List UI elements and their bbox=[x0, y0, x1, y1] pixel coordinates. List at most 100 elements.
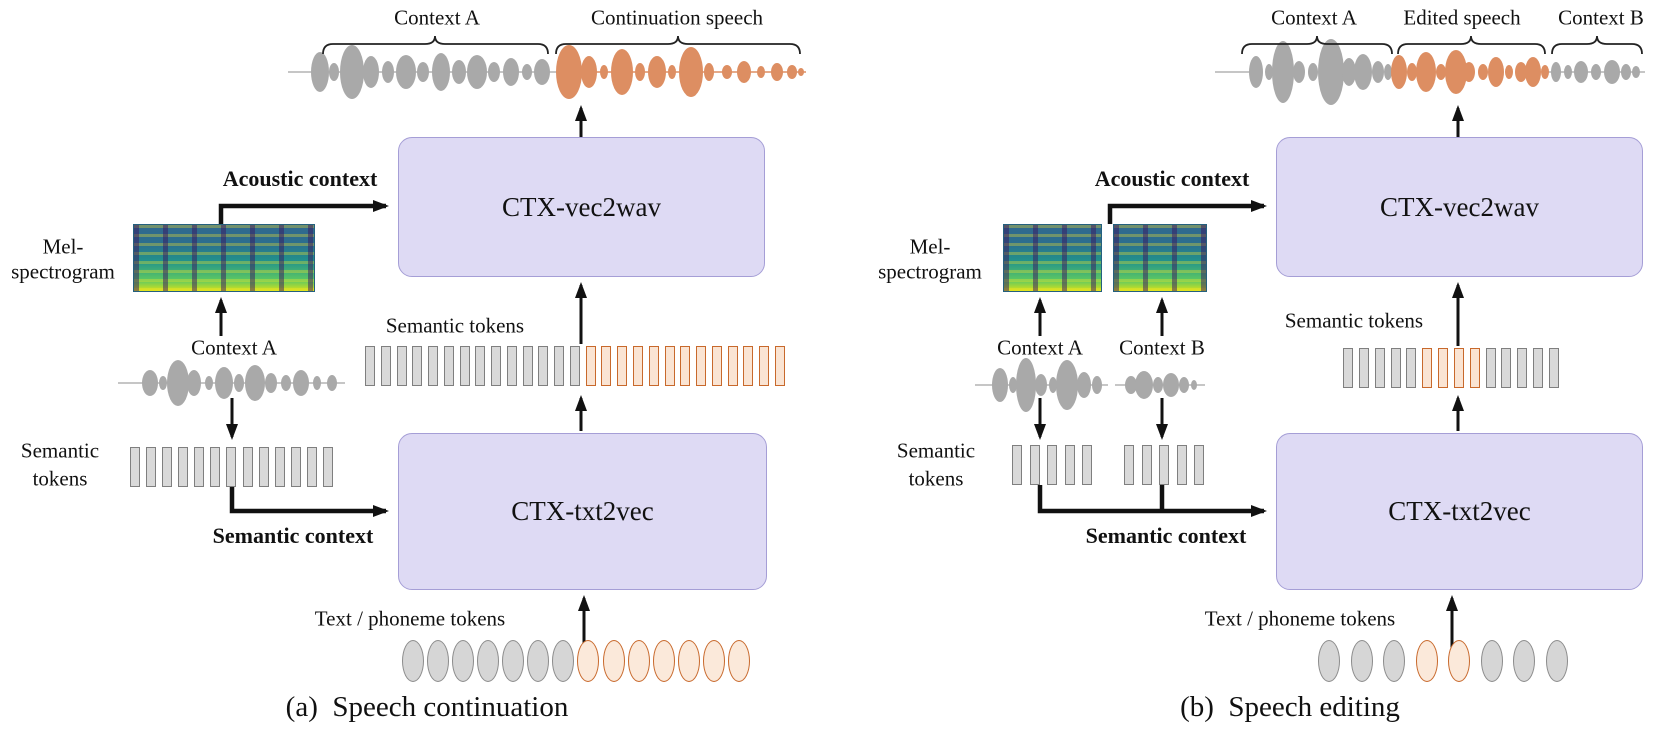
bar-token-orange bbox=[648, 346, 659, 386]
bar-token-gray bbox=[554, 346, 565, 386]
bar-token-gray bbox=[1124, 445, 1134, 485]
ctx-vec2wav-box-a: CTX-vec2wav bbox=[398, 137, 765, 277]
ctx-vec2wav-label-a: CTX-vec2wav bbox=[502, 191, 661, 222]
ellipse-token-gray bbox=[1545, 640, 1568, 682]
bar-token-orange bbox=[601, 346, 612, 386]
ctx-vec2wav-box-b: CTX-vec2wav bbox=[1276, 137, 1643, 277]
text-phoneme-label-a: Text / phoneme tokens bbox=[314, 606, 506, 631]
brace-context-a bbox=[322, 35, 549, 55]
bar-token-gray bbox=[459, 346, 470, 386]
bar-token-gray bbox=[162, 447, 173, 487]
ellipse-token-gray bbox=[427, 640, 450, 682]
semantic-context-label-a: Semantic context bbox=[212, 522, 374, 548]
bar-token-gray bbox=[1082, 445, 1092, 485]
bar-token-orange bbox=[617, 346, 628, 386]
bar-token-gray bbox=[1194, 445, 1204, 485]
bar-token-gray bbox=[1159, 445, 1169, 485]
context-b-token-row-b bbox=[1124, 445, 1204, 485]
mel-label-line2-b: spectrogram bbox=[878, 259, 982, 284]
caption-a: (a) Speech continuation bbox=[285, 691, 569, 724]
mel-spectrogram-b1 bbox=[1003, 224, 1102, 292]
bar-token-gray bbox=[290, 447, 301, 487]
context-a-token-row-b bbox=[1012, 445, 1092, 485]
bar-token-gray bbox=[1012, 445, 1022, 485]
acoustic-context-label-a: Acoustic context bbox=[222, 165, 378, 191]
bar-token-gray bbox=[194, 447, 205, 487]
ellipse-token-gray bbox=[502, 640, 525, 682]
ellipse-token-gray bbox=[1318, 640, 1340, 682]
bar-token-orange bbox=[1469, 348, 1480, 388]
bar-token-gray bbox=[1358, 348, 1369, 388]
ctx-txt2vec-box-b: CTX-txt2vec bbox=[1276, 433, 1643, 590]
ctx-txt2vec-box-a: CTX-txt2vec bbox=[398, 433, 767, 590]
bar-token-gray bbox=[522, 346, 533, 386]
ellipse-token-orange bbox=[702, 640, 725, 682]
bar-token-gray bbox=[380, 346, 391, 386]
bar-token-gray bbox=[412, 346, 423, 386]
semantic-context-label-b: Semantic context bbox=[1085, 522, 1247, 548]
bar-token-gray bbox=[1485, 348, 1496, 388]
bar-token-orange bbox=[774, 346, 785, 386]
bar-token-gray bbox=[491, 346, 502, 386]
ellipse-token-gray bbox=[402, 640, 424, 682]
phoneme-token-row-a bbox=[402, 640, 750, 682]
waveform-context-a-b bbox=[975, 358, 1108, 412]
ellipse-token-orange bbox=[727, 640, 750, 682]
bar-token-gray bbox=[1374, 348, 1385, 388]
bar-token-orange bbox=[711, 346, 722, 386]
text-phoneme-label-b: Text / phoneme tokens bbox=[1204, 606, 1396, 631]
bar-token-gray bbox=[178, 447, 189, 487]
context-a-label-b: Context A bbox=[997, 335, 1083, 360]
bar-token-gray bbox=[1548, 348, 1559, 388]
ctx-txt2vec-label-a: CTX-txt2vec bbox=[511, 496, 654, 526]
brace-b-context-a bbox=[1241, 35, 1393, 55]
ellipse-token-gray bbox=[1513, 640, 1536, 682]
main-token-row-b bbox=[1343, 348, 1559, 388]
waveform-top-a bbox=[288, 45, 806, 99]
ctx-vec2wav-label-b: CTX-vec2wav bbox=[1380, 191, 1539, 222]
label-context-a-top-b: Context A bbox=[1271, 5, 1357, 30]
bar-token-gray bbox=[569, 346, 580, 386]
ctx-txt2vec-label-b: CTX-txt2vec bbox=[1388, 496, 1531, 526]
bar-token-gray bbox=[443, 346, 454, 386]
ellipse-token-orange bbox=[627, 640, 650, 682]
context-b-label-b: Context B bbox=[1119, 335, 1205, 360]
semantic-tokens-label-a: Semantic tokens bbox=[385, 313, 525, 338]
bar-token-gray bbox=[1390, 348, 1401, 388]
ellipse-token-gray bbox=[552, 640, 575, 682]
bar-token-gray bbox=[226, 447, 237, 487]
ellipse-token-gray bbox=[1383, 640, 1406, 682]
braces bbox=[322, 35, 1643, 55]
ellipse-token-orange bbox=[677, 640, 700, 682]
bar-token-gray bbox=[1533, 348, 1544, 388]
bar-token-gray bbox=[258, 447, 269, 487]
bar-token-orange bbox=[1453, 348, 1464, 388]
bar-token-orange bbox=[1422, 348, 1433, 388]
brace-b-context-b bbox=[1551, 35, 1643, 55]
waveform-context-b-b bbox=[1115, 371, 1205, 399]
main-token-row-a bbox=[365, 346, 785, 386]
ellipse-token-gray bbox=[527, 640, 550, 682]
semantic-side-line1-a: Semantic bbox=[20, 438, 100, 463]
bar-token-orange bbox=[680, 346, 691, 386]
ellipse-token-gray bbox=[1480, 640, 1503, 682]
label-context-b-top-b: Context B bbox=[1558, 5, 1644, 30]
mel-label-line2-a: spectrogram bbox=[11, 259, 115, 284]
semantic-side-line2-a: tokens bbox=[32, 466, 88, 491]
bar-token-orange bbox=[727, 346, 738, 386]
bar-token-gray bbox=[428, 346, 439, 386]
bar-token-gray bbox=[1501, 348, 1512, 388]
bar-token-orange bbox=[696, 346, 707, 386]
bar-token-gray bbox=[396, 346, 407, 386]
bar-token-gray bbox=[210, 447, 221, 487]
mel-spectrogram-a bbox=[133, 224, 315, 292]
bar-token-gray bbox=[1343, 348, 1353, 388]
bar-token-gray bbox=[538, 346, 549, 386]
mel-label-line1-a: Mel- bbox=[42, 234, 84, 259]
phoneme-token-row-b bbox=[1318, 640, 1568, 682]
context-a-label-a: Context A bbox=[191, 335, 277, 360]
bar-token-gray bbox=[506, 346, 517, 386]
brace-continuation bbox=[555, 35, 801, 55]
bar-token-gray bbox=[1406, 348, 1417, 388]
